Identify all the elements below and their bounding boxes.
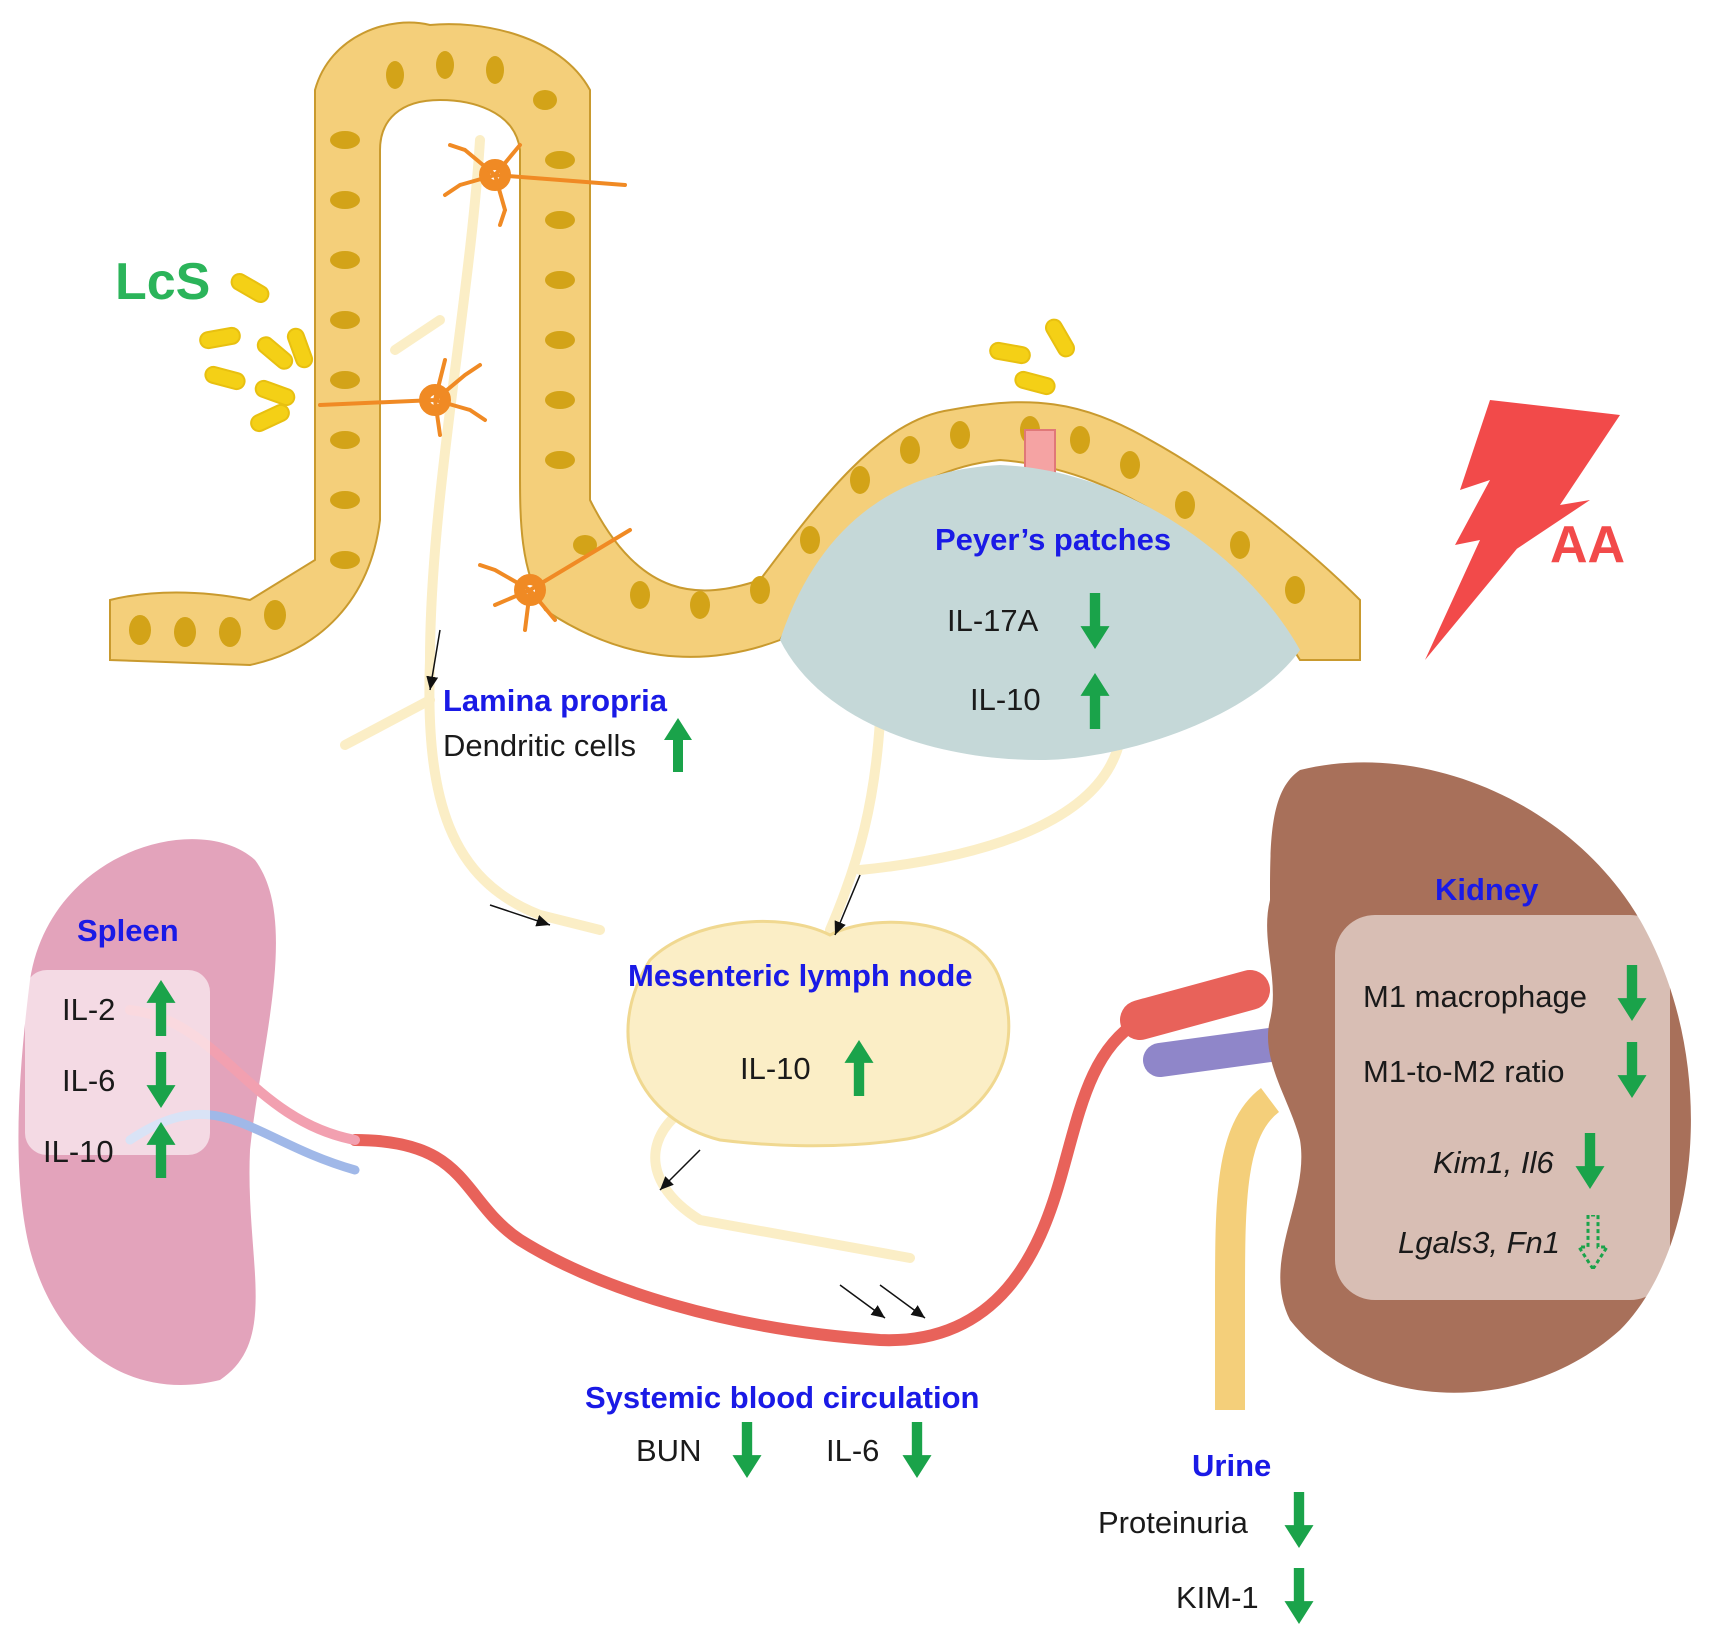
mln-title: Mesenteric lymph node xyxy=(628,958,973,993)
kidney-lgals3-fn1-label: Lgals3, Fn1 xyxy=(1398,1225,1560,1260)
peyers-patches-title: Peyer’s patches xyxy=(935,522,1172,557)
lamina-propria-title: Lamina propria xyxy=(443,683,667,718)
dendritic-cells-up-arrow-icon xyxy=(664,718,692,772)
kidney-title: Kidney xyxy=(1435,872,1539,907)
kidney-m1-m2-ratio-label: M1-to-M2 ratio xyxy=(1363,1054,1565,1089)
systemic-il6-down-arrow-icon xyxy=(902,1422,932,1478)
kidney-kim1-il6-label: Kim1, Il6 xyxy=(1433,1145,1554,1180)
lcs-bacteria xyxy=(199,273,1075,433)
spleen-il6-down-arrow-icon xyxy=(146,1052,176,1108)
kidney-lgals3-fn1-dashed-down-arrow-icon xyxy=(1578,1215,1608,1269)
dendritic-cells xyxy=(318,143,632,632)
spleen-il2-label: IL-2 xyxy=(62,992,116,1027)
systemic-bun-down-arrow-icon xyxy=(732,1422,762,1478)
kidney-m1-macrophage-down-arrow-icon xyxy=(1617,965,1647,1021)
mln-il10-up-arrow-icon xyxy=(844,1040,874,1096)
peyers-patch-dome xyxy=(780,465,1300,760)
spleen-il10-label: IL-10 xyxy=(43,1134,114,1169)
urine-proteinuria-label: Proteinuria xyxy=(1098,1505,1248,1540)
intestinal-epithelium xyxy=(109,21,1361,667)
epithelial-nuclei xyxy=(129,51,1305,647)
aa-label: AA xyxy=(1550,516,1626,574)
systemic-bun-label: BUN xyxy=(636,1433,702,1468)
mesenteric-lymph-node xyxy=(626,919,1011,1148)
peyers-il10-label: IL-10 xyxy=(970,682,1041,717)
systemic-circulation-title: Systemic blood circulation xyxy=(585,1380,980,1415)
spleen-il10-up-arrow-icon xyxy=(146,1122,176,1178)
urine-title: Urine xyxy=(1192,1448,1272,1483)
flow-arrows xyxy=(426,629,926,1319)
aa-lightning-bolt xyxy=(1425,400,1620,660)
spleen-il2-up-arrow-icon xyxy=(146,980,176,1036)
ureter xyxy=(1215,1088,1280,1410)
kidney-kim1-il6-down-arrow-icon xyxy=(1575,1133,1605,1189)
peyers-il17a-down-arrow-icon xyxy=(1080,593,1110,649)
spleen-panel xyxy=(25,970,210,1155)
lamina-propria-item: Dendritic cells xyxy=(443,728,636,763)
urine-proteinuria-down-arrow-icon xyxy=(1284,1492,1314,1548)
mln-il10-label: IL-10 xyxy=(740,1051,811,1086)
peyers-il17a-label: IL-17A xyxy=(947,603,1039,638)
urine-kim1-down-arrow-icon xyxy=(1284,1568,1314,1624)
urine-kim1-label: KIM-1 xyxy=(1176,1580,1259,1615)
kidney-m1-m2-ratio-down-arrow-icon xyxy=(1617,1042,1647,1098)
kidney-m1-macrophage-label: M1 macrophage xyxy=(1363,979,1588,1014)
systemic-il6-label: IL-6 xyxy=(826,1433,880,1468)
spleen-il6-label: IL-6 xyxy=(62,1063,116,1098)
lcs-label: LcS xyxy=(115,253,211,311)
kidney-panel xyxy=(1335,915,1670,1300)
spleen-title: Spleen xyxy=(77,913,179,948)
peyers-il10-up-arrow-icon xyxy=(1080,673,1110,729)
